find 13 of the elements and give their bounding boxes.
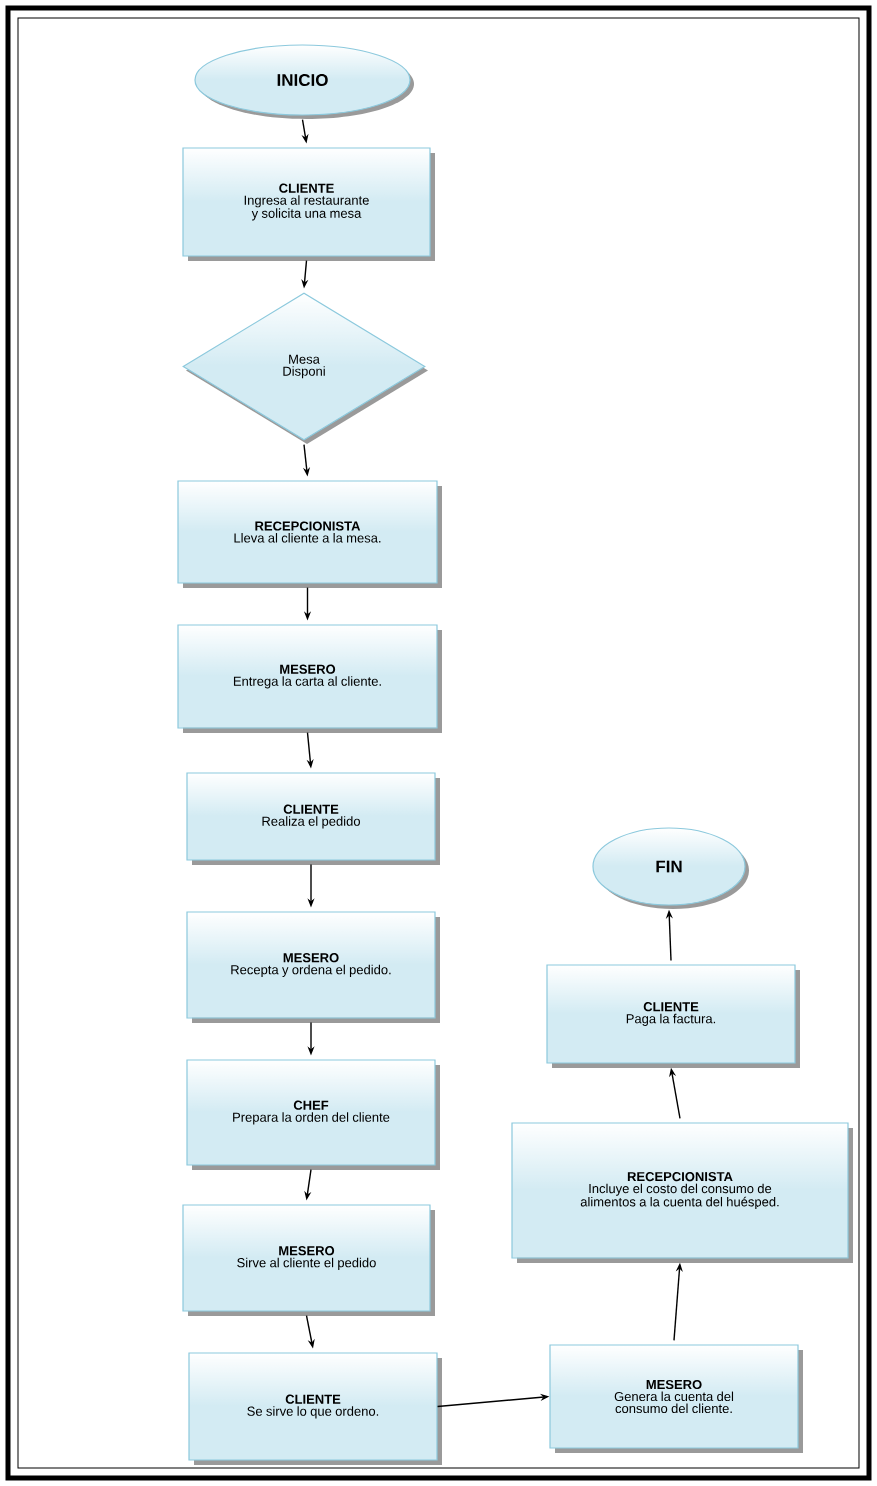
- process-box: MESERO Entrega la carta al cliente.: [177, 624, 442, 733]
- process-box: RECEPCIONISTA Incluye el costo del consumo de alimentos a la cuenta del huésped.: [511, 1122, 853, 1263]
- terminal-oval: INICIO: [194, 44, 414, 119]
- process-box: MESERO Recepta y ordena el pedido.: [186, 911, 440, 1023]
- terminal-oval: FIN: [592, 827, 749, 909]
- process-box: RECEPCIONISTA Lleva al cliente a la mesa.: [177, 480, 442, 588]
- process-box: CHEF Prepara la orden del cliente: [186, 1059, 440, 1170]
- process-box: CLIENTE Se sirve lo que ordeno.: [188, 1352, 442, 1465]
- process-box: MESERO Genera la cuenta del consumo del cliente.: [549, 1344, 803, 1453]
- process-box: CLIENTE Paga la factura.: [546, 964, 800, 1068]
- process-box: CLIENTE Realiza el pedido: [186, 772, 440, 865]
- process-box: CLIENTE Ingresa al restaurante y solicita una mesa: [182, 147, 435, 261]
- process-box: MESERO Sirve al cliente el pedido: [182, 1204, 435, 1316]
